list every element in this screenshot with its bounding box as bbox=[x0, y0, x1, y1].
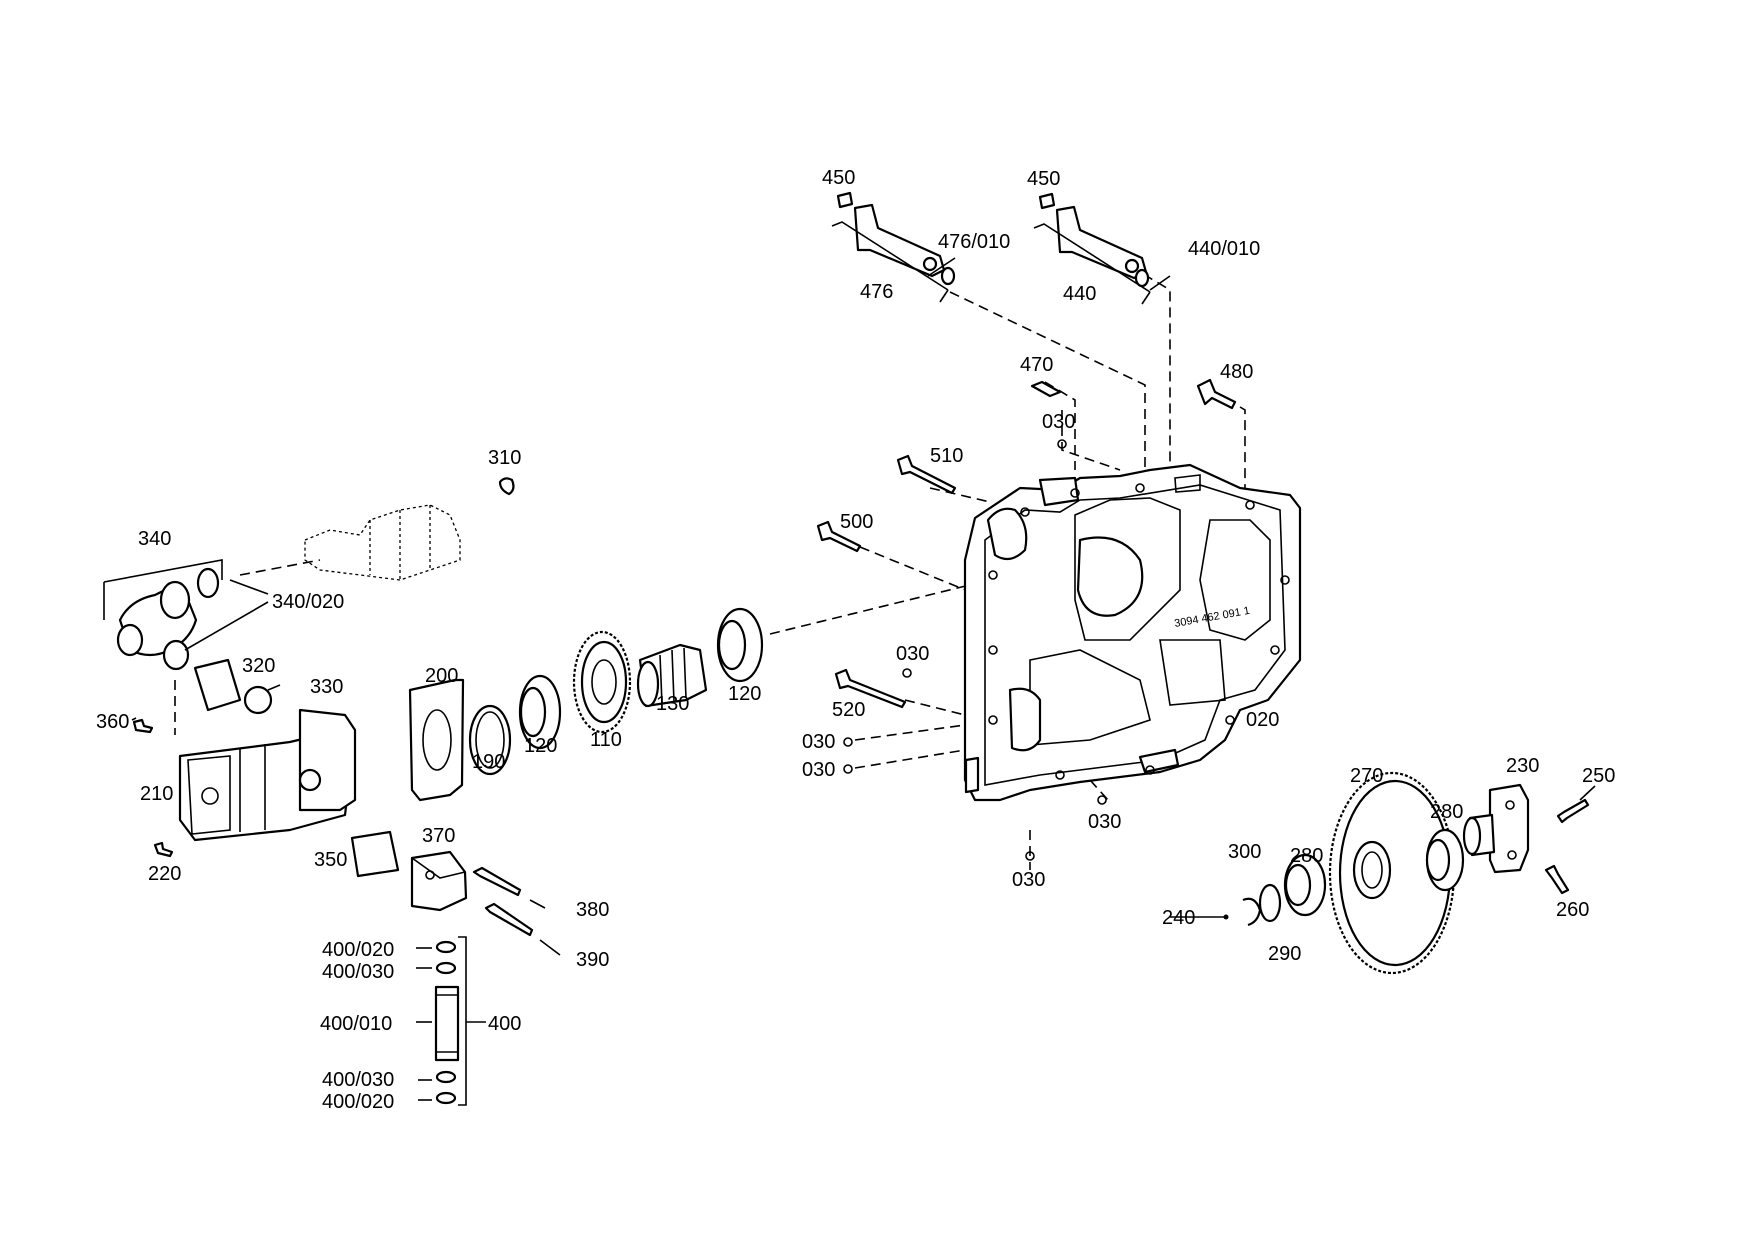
label-510: 510 bbox=[930, 445, 963, 467]
label-190: 190 bbox=[472, 751, 505, 773]
label-476-010: 476/010 bbox=[938, 231, 1010, 253]
label-380: 380 bbox=[576, 899, 609, 921]
bolt-520 bbox=[834, 668, 907, 709]
label-280b: 280 bbox=[1290, 845, 1323, 867]
label-270: 270 bbox=[1350, 765, 1383, 787]
label-030-bot1: 030 bbox=[1088, 811, 1121, 833]
label-500: 500 bbox=[840, 511, 873, 533]
gasket-200 bbox=[408, 678, 465, 802]
bearing-120a bbox=[518, 674, 562, 750]
label-440: 440 bbox=[1063, 283, 1096, 305]
label-340-020: 340/020 bbox=[272, 591, 344, 613]
bolt-480 bbox=[1196, 378, 1237, 410]
label-240: 240 bbox=[1162, 907, 1195, 929]
housing-020: 3094 462 091 1 bbox=[963, 463, 1302, 802]
label-310: 310 bbox=[488, 447, 521, 469]
label-340: 340 bbox=[138, 528, 171, 550]
label-200: 200 bbox=[425, 665, 458, 687]
block-370 bbox=[410, 850, 468, 912]
label-480: 480 bbox=[1220, 361, 1253, 383]
label-330: 330 bbox=[310, 676, 343, 698]
label-230: 230 bbox=[1506, 755, 1539, 777]
label-220: 220 bbox=[148, 863, 181, 885]
lever-476 bbox=[831, 191, 956, 303]
label-470: 470 bbox=[1020, 354, 1053, 376]
ring-400-020a bbox=[435, 940, 457, 954]
label-400: 400 bbox=[488, 1013, 521, 1035]
label-450a: 450 bbox=[822, 167, 855, 189]
label-520: 520 bbox=[832, 699, 865, 721]
label-030-mid: 030 bbox=[896, 643, 929, 665]
label-400-020a: 400/020 bbox=[322, 939, 394, 961]
flange-320 bbox=[193, 658, 242, 712]
circlip-300 bbox=[1242, 897, 1262, 927]
washer-290 bbox=[1258, 883, 1282, 923]
label-250: 250 bbox=[1582, 765, 1615, 787]
label-370: 370 bbox=[422, 825, 455, 847]
o-ring-190 bbox=[468, 704, 512, 776]
bolt-500 bbox=[816, 520, 862, 553]
screw-360 bbox=[132, 718, 154, 734]
label-390: 390 bbox=[576, 949, 609, 971]
gear-110 bbox=[572, 630, 632, 734]
label-320: 320 bbox=[242, 655, 275, 677]
screw-220 bbox=[153, 841, 174, 858]
label-210: 210 bbox=[140, 783, 173, 805]
pump-210 bbox=[178, 708, 357, 842]
label-130: 130 bbox=[656, 693, 689, 715]
bolt-260 bbox=[1544, 864, 1570, 895]
ring-400-030a bbox=[435, 961, 457, 975]
label-440-010: 440/010 bbox=[1188, 238, 1260, 260]
label-350: 350 bbox=[314, 849, 347, 871]
label-030-bot2: 030 bbox=[1012, 869, 1045, 891]
label-120a: 120 bbox=[524, 735, 557, 757]
o-ring-340-020-b bbox=[162, 639, 190, 671]
circlip-310 bbox=[498, 477, 515, 496]
label-120b: 120 bbox=[728, 683, 761, 705]
o-ring-330 bbox=[243, 685, 273, 715]
ring-400-020b bbox=[435, 1091, 457, 1105]
ring-400-030b bbox=[435, 1070, 457, 1084]
label-280a: 280 bbox=[1430, 801, 1463, 823]
label-030-l2: 030 bbox=[802, 759, 835, 781]
label-030-l1: 030 bbox=[802, 731, 835, 753]
carrier-230 bbox=[1462, 783, 1530, 874]
lever-440 bbox=[1033, 192, 1151, 305]
label-020: 020 bbox=[1246, 709, 1279, 731]
label-030-top: 030 bbox=[1042, 411, 1075, 433]
label-260: 260 bbox=[1556, 899, 1589, 921]
screw-390 bbox=[484, 902, 534, 937]
label-400-010: 400/010 bbox=[320, 1013, 392, 1035]
label-476: 476 bbox=[860, 281, 893, 303]
part-labels: 450 450 476/010 440/010 476 440 470 480 … bbox=[96, 167, 1615, 1113]
bearing-120b bbox=[716, 607, 764, 683]
gear-270 bbox=[1328, 771, 1456, 975]
shaft-130 bbox=[636, 643, 708, 708]
sleeve-400-010 bbox=[434, 985, 460, 1062]
label-450b: 450 bbox=[1027, 168, 1060, 190]
dotted-outline-valve bbox=[304, 504, 461, 581]
bolt-510 bbox=[896, 454, 957, 495]
label-360: 360 bbox=[96, 711, 129, 733]
label-300: 300 bbox=[1228, 841, 1261, 863]
bearing-280b bbox=[1425, 828, 1465, 892]
pin-250 bbox=[1556, 798, 1590, 824]
label-290: 290 bbox=[1268, 943, 1301, 965]
label-400-030a: 400/030 bbox=[322, 961, 394, 983]
plate-350 bbox=[350, 830, 400, 878]
label-110: 110 bbox=[590, 729, 622, 751]
assembly-lines bbox=[174, 265, 1246, 870]
pin-470 bbox=[1030, 380, 1062, 398]
screw-380 bbox=[472, 866, 522, 897]
bracket-400 bbox=[458, 936, 486, 1106]
bearing-280a bbox=[1283, 853, 1327, 917]
o-ring-340-020-a bbox=[196, 567, 220, 599]
leader-lines bbox=[131, 257, 1596, 1101]
elbow-340 bbox=[103, 559, 223, 657]
label-400-020b: 400/020 bbox=[322, 1091, 394, 1113]
label-400-030b: 400/030 bbox=[322, 1069, 394, 1091]
